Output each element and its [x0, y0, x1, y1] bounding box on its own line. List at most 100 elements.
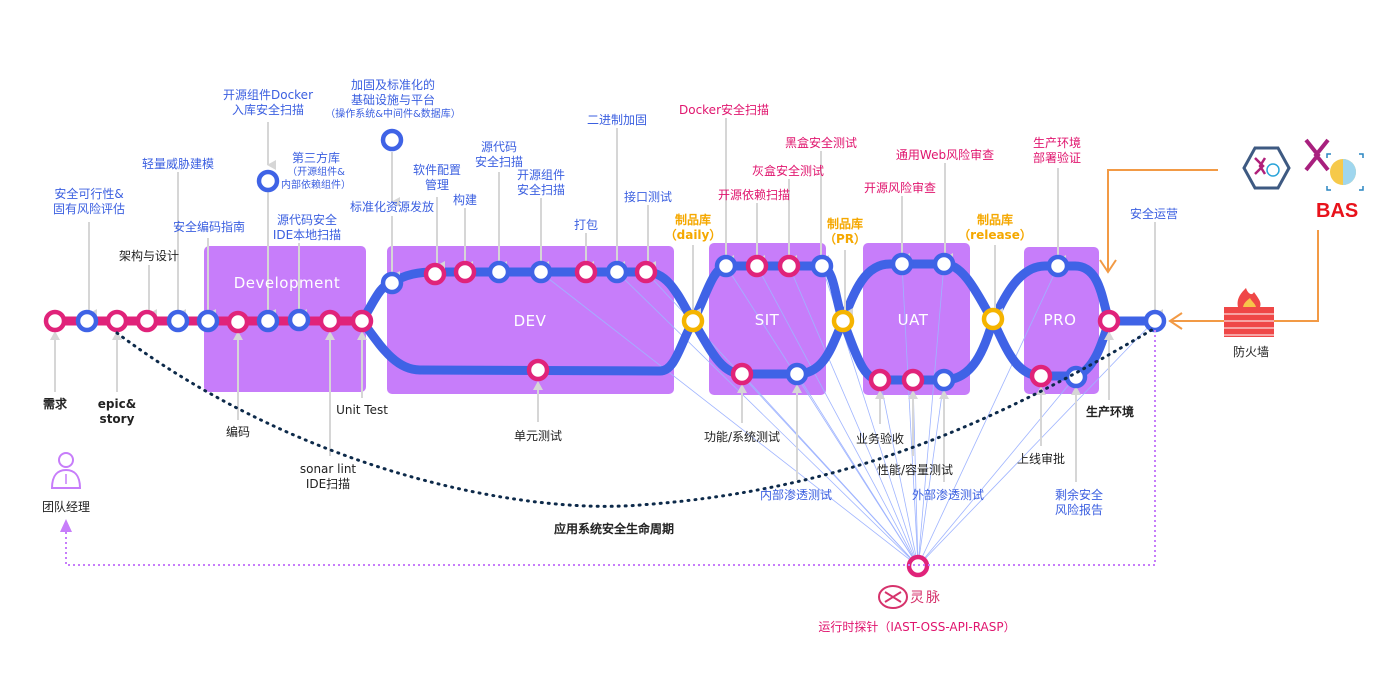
- label-arch-design: 架构与设计: [118, 249, 180, 263]
- track-node: [605, 260, 629, 284]
- label-build: 构建: [452, 193, 478, 207]
- gray-arrow-head: [357, 331, 367, 340]
- track-node: [75, 309, 99, 333]
- track-node: [785, 362, 809, 386]
- track-node: [350, 309, 374, 333]
- hexagon: [1242, 146, 1291, 190]
- probe-connector-line: [796, 373, 919, 567]
- track-node: [105, 309, 129, 333]
- track-lines: [55, 259, 1160, 385]
- stage-label-development: Development: [233, 274, 341, 292]
- label-residual-risk-report: 剩余安全风险报告: [1054, 488, 1104, 517]
- gray-arrow-head: [875, 390, 885, 399]
- label-oss-scan: 开源组件安全扫描: [516, 168, 566, 197]
- track-node: [574, 260, 598, 284]
- brain-x: [884, 591, 902, 603]
- label-source-scan: 源代码安全扫描: [474, 140, 524, 169]
- track-node: [868, 368, 892, 392]
- label-business-acceptance: 业务验收: [855, 432, 905, 446]
- bas-feed-line: [1107, 169, 1218, 270]
- head: [58, 452, 74, 468]
- firewall-bricks: [1224, 307, 1274, 337]
- track-node: [714, 254, 738, 278]
- brain: [878, 585, 908, 609]
- bas-mark: [1304, 138, 1330, 172]
- track-node: [981, 307, 1005, 331]
- track-node: [1097, 309, 1121, 333]
- label-internal-pentest: 内部渗透测试: [759, 488, 833, 502]
- probe-connector-line: [917, 379, 945, 567]
- track-node: [901, 368, 925, 392]
- label-unit-test: 单元测试: [513, 429, 563, 443]
- track-node: [1029, 364, 1053, 388]
- label-go-live-approval: 上线审批: [1016, 452, 1066, 466]
- track-node: [196, 309, 220, 333]
- track-node: [43, 309, 67, 333]
- label-binary-harden: 二进制加固: [586, 113, 648, 127]
- stage-box-uat: [863, 243, 970, 395]
- bas-logo-icon: [1304, 138, 1364, 191]
- gray-arrow-head: [737, 384, 747, 393]
- label-config-mgmt: 软件配置管理: [412, 163, 462, 192]
- probe-connector-line: [788, 265, 919, 567]
- track-node: [423, 262, 447, 286]
- label-runtime-probe: 运行时探针（IAST-OSS-API-RASP）: [818, 620, 1016, 634]
- gray-arrows: [50, 118, 1163, 482]
- flame: [1237, 288, 1261, 307]
- track-blue-segment: [688, 316, 848, 379]
- third-party-node: [256, 169, 280, 193]
- track-node: [453, 260, 477, 284]
- face-frame: [1326, 153, 1364, 191]
- track-node: [287, 308, 311, 332]
- gray-arrow-head: [50, 331, 60, 340]
- probe-connector-line: [539, 271, 919, 567]
- bas-label: BAS: [1316, 200, 1359, 222]
- stage-label-uat: UAT: [897, 311, 929, 329]
- probe-connector-line: [917, 375, 1077, 567]
- label-coding-guide: 安全编码指南: [172, 220, 246, 234]
- stage-box-dev: [387, 246, 674, 394]
- gray-arrow-head: [1104, 331, 1114, 340]
- stage-label-dev: DEV: [513, 312, 547, 330]
- probe-connector-line: [756, 265, 919, 567]
- track-node: [745, 254, 769, 278]
- label-package: 打包: [573, 218, 599, 232]
- body: [50, 468, 82, 489]
- track-node: [730, 362, 754, 386]
- probe-connector-line: [917, 319, 1156, 567]
- track-node: [681, 309, 705, 333]
- label-third-party: 第三方库（开源组件&内部依赖组件）: [281, 151, 351, 191]
- track-node: [831, 309, 855, 333]
- label-coding: 编码: [225, 425, 251, 439]
- lifecycle-dotted-curve: [115, 326, 1157, 508]
- label-oss-dep-scan: 开源依赖扫描: [717, 188, 791, 202]
- label-firewall: 防火墙: [1232, 345, 1270, 359]
- probe-connector-line: [879, 379, 919, 567]
- label-artifact-pr: 制品库（PR）: [823, 217, 867, 246]
- firewall-icon: [1224, 288, 1274, 337]
- track-node: [1046, 254, 1070, 278]
- atom: [1266, 163, 1280, 177]
- track-node: [256, 309, 280, 333]
- gray-arrow-head: [792, 384, 802, 393]
- label-infra: 加固及标准化的基础设施与平台（操作系统&中间件&数据库）: [325, 78, 461, 120]
- track-node: [810, 254, 834, 278]
- label-prod-deploy-verify: 生产环境部署验证: [1032, 136, 1082, 165]
- hexagon-mark: [1254, 157, 1267, 175]
- face-robot-half: [1343, 159, 1356, 185]
- track-node: [1143, 309, 1167, 333]
- diagram-title: 应用系统安全生命周期: [553, 522, 675, 536]
- label-requirement: 需求: [42, 397, 68, 411]
- stage-box-sit: [709, 243, 826, 395]
- infra-node: [380, 128, 404, 152]
- track-node: [380, 271, 404, 295]
- track-nodes: [43, 128, 1167, 578]
- gray-arrow-head: [325, 331, 335, 340]
- gray-arrow-head: [939, 390, 949, 399]
- track-node: [1064, 365, 1088, 389]
- gray-arrow-head: [233, 331, 243, 340]
- track-blue-segment: [357, 267, 698, 326]
